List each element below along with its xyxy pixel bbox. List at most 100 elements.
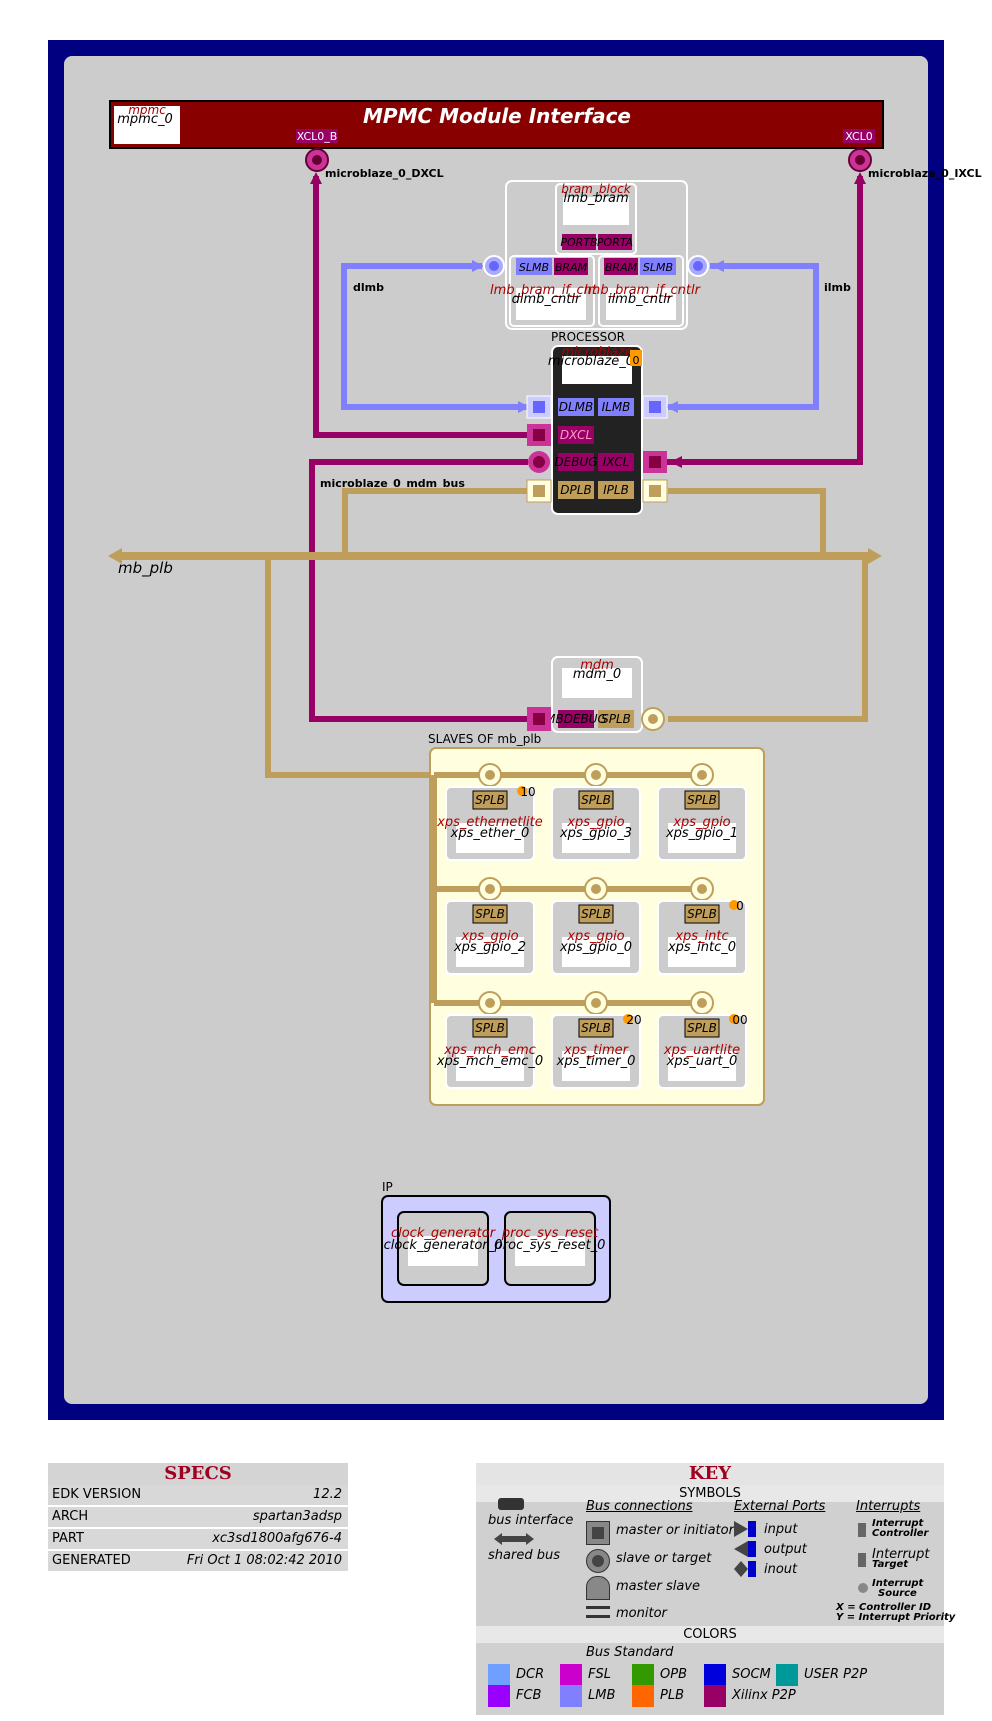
svg-text:SLMB: SLMB	[643, 261, 673, 274]
input-port-icon	[734, 1521, 756, 1537]
slave-type: xps_timer	[563, 1043, 630, 1058]
slave-plb-connector-dot	[697, 770, 707, 780]
svg-text:mdm_0: mdm_0	[573, 667, 621, 682]
svg-text:MBDEBUG: MBDEBUG	[545, 712, 607, 726]
swatch-label: USER P2P	[804, 1667, 868, 1682]
slave-port-label: SPLB	[475, 1021, 505, 1035]
svg-text:clock_generator: clock_generator	[391, 1226, 497, 1241]
slave-port-label: SPLB	[475, 793, 505, 807]
slave-type: xps_gpio	[672, 815, 730, 830]
net-dlmb-label: dlmb	[353, 281, 384, 294]
slave-instance: xps_uart_0	[666, 1054, 738, 1069]
swatch-label: PLB	[660, 1688, 685, 1703]
svg-text:mdm: mdm	[580, 658, 614, 673]
bram-block[interactable]: bram_block lmb_bram PORTB PORTA	[555, 182, 637, 255]
mpmc-type: mpmc	[128, 103, 166, 117]
swatch-socm-icon	[704, 1664, 726, 1686]
mpmc-module[interactable]: mpmc mpmc_0 MPMC Module Interface XCL0_B…	[109, 100, 884, 149]
slave-instance: xps_gpio_0	[559, 940, 632, 955]
svg-text:SLMB: SLMB	[519, 261, 549, 274]
mdm-debug-wire	[309, 459, 528, 722]
dlmb-controller[interactable]: SLMB BRAM lmb_bram_if_cntlr dlmb_cntlr	[490, 255, 608, 327]
slave-plb-connector-dot	[591, 770, 601, 780]
swatch-dcr-icon	[488, 1664, 510, 1686]
svg-text:PORTB: PORTB	[560, 236, 597, 249]
slave-plb-connector-dot	[697, 884, 707, 894]
slave-icon	[586, 1549, 610, 1573]
bus-interface-icon	[498, 1498, 524, 1510]
slave-type: xps_gpio	[460, 929, 518, 944]
slave-irq-icon	[517, 786, 527, 796]
swatch-plb-icon	[632, 1685, 654, 1707]
slave-port-label: SPLB	[475, 907, 505, 921]
svg-text:ILMB: ILMB	[602, 400, 631, 414]
microblaze-processor[interactable]: microblaze microblaze_0 0 DLMB ILMB DXCL…	[548, 345, 643, 515]
svg-text:SPLB: SPLB	[601, 712, 631, 726]
slave-instance: xps_intc_0	[667, 940, 736, 955]
slave-inner	[562, 1051, 630, 1081]
swatch-label: SOCM	[732, 1667, 771, 1682]
slave-irq: 20	[626, 1013, 641, 1027]
slave-port	[472, 904, 508, 924]
svg-text:IPLB: IPLB	[603, 483, 629, 497]
monitor-icon	[586, 1606, 610, 1609]
swatch-lmb-icon	[560, 1685, 582, 1707]
key-colors-header: COLORS	[476, 1626, 944, 1643]
svg-text:DPLB: DPLB	[560, 483, 591, 497]
slave-type: xps_mch_emc	[443, 1043, 536, 1058]
svg-text:microblaze: microblaze	[561, 345, 632, 360]
swatch-fcb-icon	[488, 1685, 510, 1707]
slave-inner	[668, 1051, 736, 1081]
slave-inner	[456, 1051, 524, 1081]
slave-instance: xps_ether_0	[450, 826, 530, 841]
mpmc-instance: mpmc_0	[117, 112, 173, 127]
slave-plb-connector-dot	[485, 770, 495, 780]
svg-text:lmb_bram_if_cntlr: lmb_bram_if_cntlr	[584, 283, 702, 298]
slave-instance: xps_gpio_3	[559, 826, 632, 841]
clock-generator-module[interactable]: clock_generator clock_generator_0	[384, 1211, 503, 1286]
slave-irq-icon	[729, 1014, 739, 1024]
slave-port-label: SPLB	[581, 793, 611, 807]
interrupt-target-icon	[858, 1553, 866, 1567]
swatch-user-p2p-icon	[776, 1664, 798, 1686]
specs-title: SPECS	[48, 1463, 348, 1485]
swatch-fsl-icon	[560, 1664, 582, 1686]
slave-port-label: SPLB	[581, 1021, 611, 1035]
slave-instance: xps_gpio_2	[453, 940, 526, 955]
slave-type: xps_gpio	[566, 929, 624, 944]
slave-port	[578, 790, 614, 810]
svg-text:BRAM: BRAM	[605, 261, 638, 274]
processor-irq: 0	[633, 354, 640, 367]
slave-inner	[562, 937, 630, 967]
swatch-opb-icon	[632, 1664, 654, 1686]
svg-text:bram_block: bram_block	[561, 182, 631, 196]
svg-text:lmb_bram_if_cntlr: lmb_bram_if_cntlr	[490, 283, 608, 298]
svg-text:DXCL: DXCL	[560, 428, 592, 442]
mdm-module[interactable]: mdm mdm_0 MBDEBUG SPLB	[545, 656, 643, 733]
swatch-label: LMB	[588, 1688, 616, 1703]
svg-text:BRAM: BRAM	[555, 261, 588, 274]
shared-bus-icon	[494, 1533, 534, 1545]
slave-port	[472, 790, 508, 810]
svg-text:PORTA: PORTA	[597, 236, 633, 249]
slave-port	[684, 1018, 720, 1038]
slave-instance: xps_mch_emc_0	[436, 1054, 543, 1069]
mpmc-port-xcl0b: XCL0_B	[297, 130, 338, 143]
ilmb-controller[interactable]: BRAM SLMB lmb_bram_if_cntlr ilmb_cntlr	[584, 255, 702, 327]
slave-port	[578, 904, 614, 924]
proc-sys-reset-module[interactable]: proc_sys_reset proc_sys_reset_0	[494, 1211, 606, 1286]
